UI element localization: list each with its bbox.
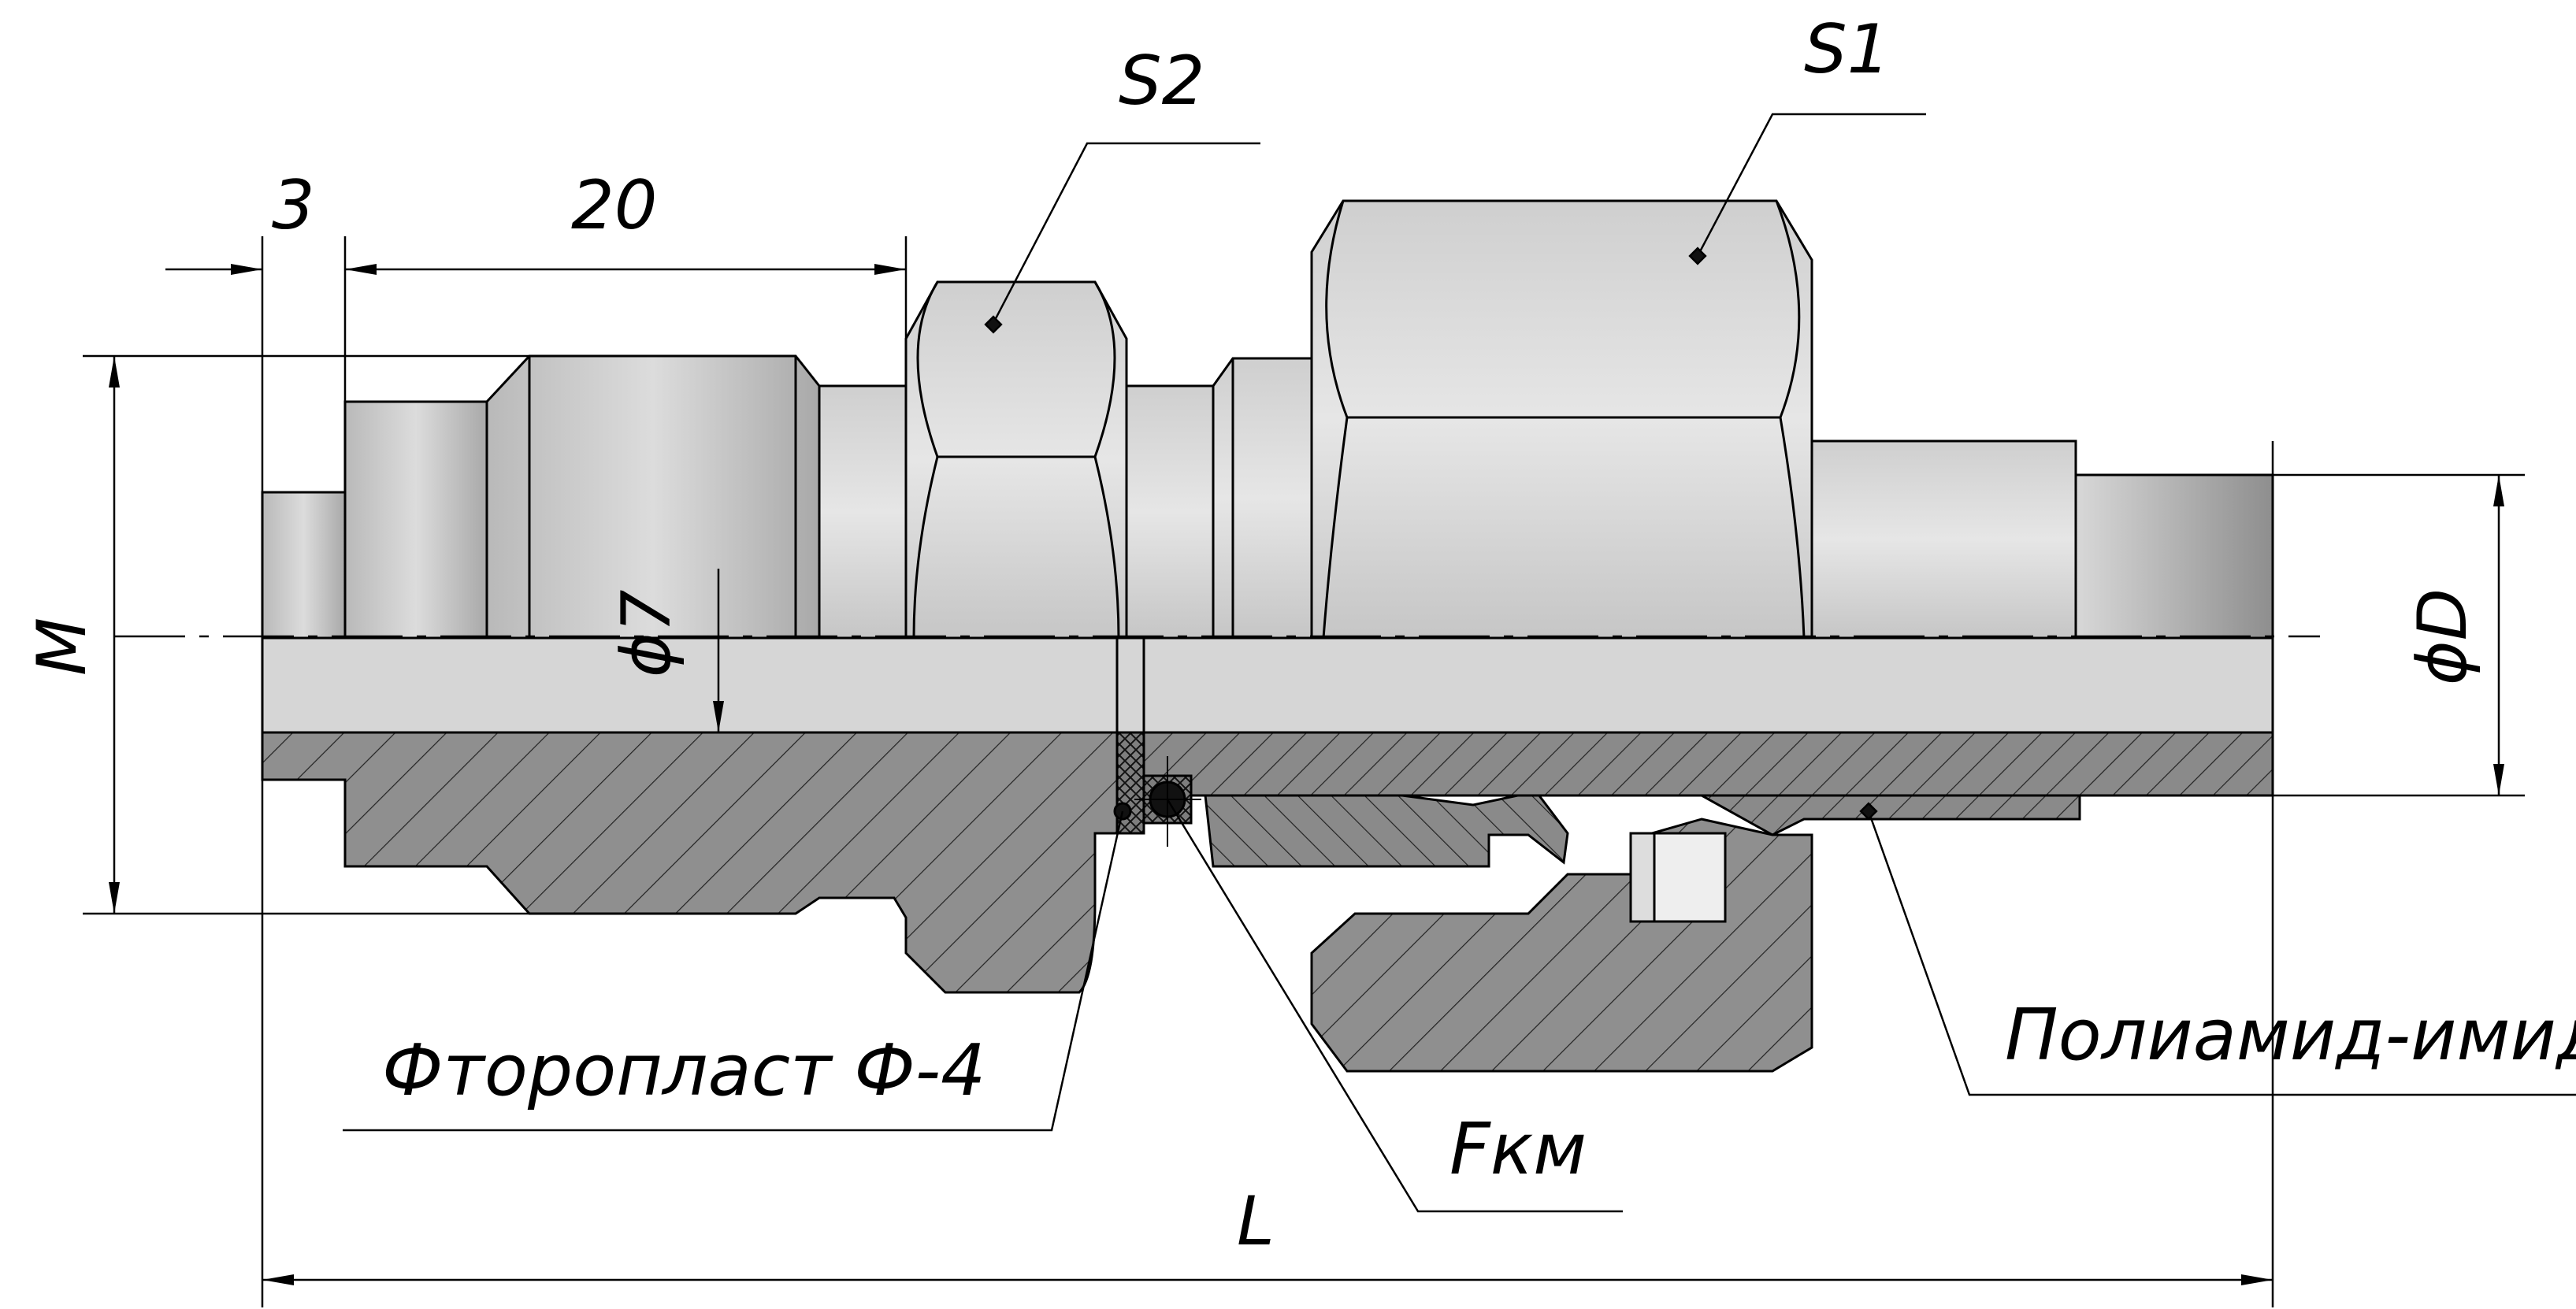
ferrule-section [1204, 790, 1569, 868]
dim-20-label: 20 [571, 166, 657, 245]
callout-fkm: Fкм [1449, 1108, 1587, 1191]
sleeve [1810, 439, 2077, 640]
dimensions [83, 236, 2525, 1307]
body-neck [818, 384, 908, 640]
body-neck-2 [1125, 384, 1215, 640]
dim-s2-label: S2 [1119, 42, 1204, 121]
dim-l-label: L [1237, 1182, 1275, 1261]
dim-m-label: M [23, 617, 102, 676]
dim-phi7-label: ϕ7 [607, 590, 686, 677]
leaders [343, 113, 2576, 1213]
bore-band [261, 636, 2274, 734]
fitting-section [261, 731, 2274, 1073]
callout-ptfe: Фторопласт Ф-4 [382, 1029, 985, 1112]
nut-inner-gap [1629, 832, 1656, 923]
body-section [261, 731, 1119, 994]
hex-s2 [904, 280, 1128, 640]
collar [1212, 357, 1313, 640]
labels: 3 20 S2 S1 M ϕ7 ϕD L Фторопласт Ф-4 Fкм … [23, 10, 2576, 1261]
pipe [2074, 473, 2274, 640]
nut-s1 [1310, 199, 1813, 640]
body-thread [343, 400, 488, 640]
dim-s1-label: S1 [1804, 10, 1890, 89]
body-tip [261, 491, 347, 640]
dim-3-label: 3 [272, 166, 315, 245]
callout-pai: Полиамид-имид [2005, 994, 2576, 1077]
dim-phid-label: ϕD [2403, 588, 2482, 685]
fitting-upper-view [261, 199, 2274, 640]
